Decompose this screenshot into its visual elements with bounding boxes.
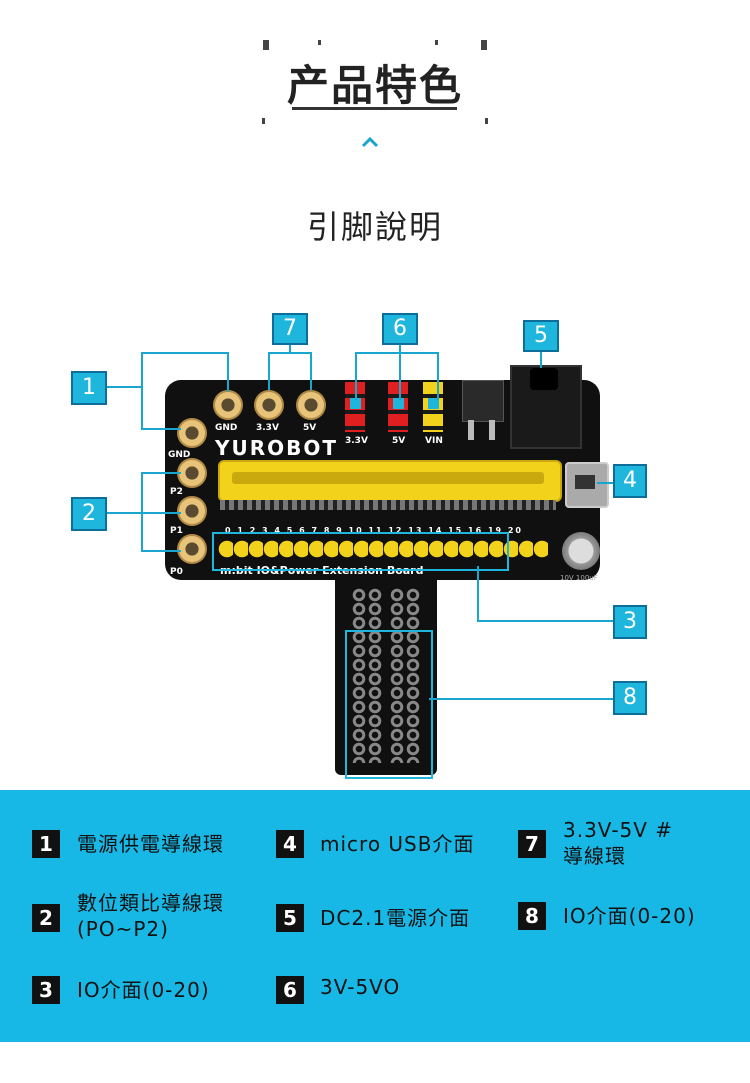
callout-line xyxy=(141,512,181,514)
edge-pad-p2 xyxy=(177,458,207,488)
page-title: 产品特色 xyxy=(286,61,463,110)
callout-line xyxy=(141,428,181,430)
callout-line xyxy=(141,472,181,474)
callout-4: 4 xyxy=(613,464,647,498)
legend-panel: 1 電源供電導線環 2 數位類比導線環 (PO~P2) 3 IO介面(0-20)… xyxy=(0,790,750,1042)
edge-connector-contacts xyxy=(220,500,556,510)
dc-jack xyxy=(510,365,582,449)
edge-pad-p0 xyxy=(177,534,207,564)
callout-line xyxy=(477,620,615,622)
legend-badge: 7 xyxy=(518,830,546,858)
frame-tick xyxy=(485,118,488,124)
frame-tick xyxy=(435,40,438,45)
regulator xyxy=(462,380,504,422)
legend-text: 3V-5VO xyxy=(320,975,401,999)
header-connector xyxy=(428,398,439,409)
callout-line xyxy=(268,352,270,390)
chevron-up-icon xyxy=(361,136,379,148)
header-label-3v3: 3.3V xyxy=(345,436,368,446)
callout-line xyxy=(429,698,615,700)
edge-connector-groove xyxy=(232,472,544,484)
edge-label-gnd: GND xyxy=(168,450,191,460)
frame-tick xyxy=(262,118,265,124)
capacitor xyxy=(562,532,600,570)
micro-usb-slot xyxy=(575,475,595,489)
header-connector xyxy=(393,398,404,409)
header-connector xyxy=(350,398,361,409)
power-pad-gnd xyxy=(213,390,243,420)
callout-line xyxy=(437,352,439,400)
callout-line xyxy=(105,512,143,514)
power-pad-3v3 xyxy=(254,390,284,420)
callout-line xyxy=(399,343,401,353)
callout-8: 8 xyxy=(613,681,647,715)
callout-3: 3 xyxy=(613,605,647,639)
board-diagram: GND 3.3V 5V GND P2 P1 P0 3.3V 5V VIN YUR… xyxy=(0,300,750,780)
legend-badge: 6 xyxy=(276,976,304,1004)
callout-line xyxy=(227,352,229,392)
callout-5: 5 xyxy=(523,320,559,352)
header-label-vin: VIN xyxy=(425,436,443,446)
title-underline xyxy=(292,107,457,110)
pad-label-3v3: 3.3V xyxy=(256,423,279,433)
header-label-5v: 5V xyxy=(392,436,406,446)
highlight-stem-pins xyxy=(345,630,433,779)
legend-badge: 2 xyxy=(32,904,60,932)
legend-text: DC2.1電源介面 xyxy=(320,906,471,930)
power-pad-5v xyxy=(296,390,326,420)
legend-text: 數位類比導線環 (PO~P2) xyxy=(77,891,224,941)
callout-line xyxy=(268,352,312,354)
edge-label-p0: P0 xyxy=(170,567,183,577)
edge-pad-gnd xyxy=(177,418,207,448)
pad-label-gnd: GND xyxy=(215,423,238,433)
highlight-io-row xyxy=(212,532,509,571)
legend-text: micro USB介面 xyxy=(320,832,475,856)
callout-6: 6 xyxy=(382,313,418,345)
frame-tick xyxy=(318,40,321,45)
legend-badge: 3 xyxy=(32,976,60,1004)
legend-badge: 8 xyxy=(518,902,546,930)
pad-label-5v: 5V xyxy=(303,423,317,433)
callout-line xyxy=(477,566,479,622)
edge-pad-p1 xyxy=(177,496,207,526)
legend-text: IO介面(0-20) xyxy=(77,978,210,1002)
legend-badge: 5 xyxy=(276,904,304,932)
callout-line xyxy=(141,550,181,552)
callout-line xyxy=(141,352,143,430)
frame-tick xyxy=(481,40,487,50)
brand-logo: YUROBOT xyxy=(215,436,339,460)
callout-line xyxy=(310,352,312,390)
legend-text: IO介面(0-20) xyxy=(563,904,696,928)
legend-text: 3.3V-5V # 導線環 xyxy=(563,818,674,868)
regulator-lead xyxy=(489,420,495,440)
callout-line xyxy=(597,482,615,484)
pin-number-row: 0 1 2 3 4 5 6 7 8 9 10 11 12 13 14 15 16… xyxy=(225,526,523,535)
callout-line xyxy=(141,352,229,354)
regulator-lead xyxy=(468,420,474,440)
dc-jack-hole xyxy=(530,368,558,390)
legend-badge: 4 xyxy=(276,830,304,858)
callout-2: 2 xyxy=(71,497,107,531)
edge-label-p2: P2 xyxy=(170,487,183,497)
frame-tick xyxy=(263,40,269,50)
callout-line xyxy=(355,352,357,400)
capacitor-label: 10V 100uF xyxy=(560,574,598,582)
callout-line xyxy=(355,352,439,354)
callout-line xyxy=(105,386,143,388)
callout-7: 7 xyxy=(272,313,308,345)
callout-line xyxy=(289,343,291,353)
callout-line xyxy=(540,350,542,368)
callout-line xyxy=(399,352,401,400)
section-subtitle: 引脚說明 xyxy=(306,208,443,246)
io-pin-row xyxy=(218,540,548,558)
edge-label-p1: P1 xyxy=(170,526,183,536)
legend-badge: 1 xyxy=(32,830,60,858)
callout-1: 1 xyxy=(71,371,107,405)
legend-text: 電源供電導線環 xyxy=(77,832,224,856)
